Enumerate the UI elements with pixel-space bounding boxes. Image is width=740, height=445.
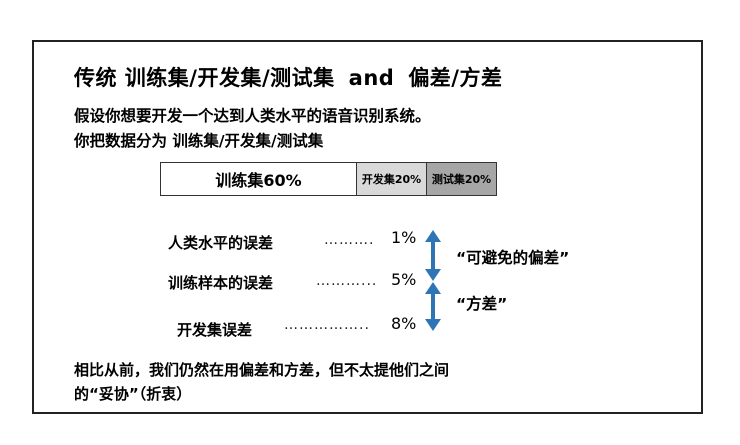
avoidable-bias-arrow-icon [425,230,441,281]
title-part-bias-variance: 偏差/方差 [408,66,503,90]
title-part-and: and [348,66,395,90]
train-set-segment: 训练集60% [161,163,357,195]
intro-text: 假设你想要开发一个达到人类水平的语音识别系统。 你把数据分为 训练集/开发集/测… [74,104,431,154]
error-row-dev: 开发集误差 [177,319,252,340]
leader-dots: ………... [316,273,378,289]
data-split-bar: 训练集60% 开发集20% 测试集20% [160,162,497,196]
error-row-train: 训练样本的误差 [168,272,273,293]
variance-label: “方差” [456,295,508,313]
error-row-human: 人类水平的误差 [168,232,273,253]
intro-line-2: 你把数据分为 训练集/开发集/测试集 [74,132,324,150]
leader-dots: …………….. [284,317,370,333]
error-value: 1% [391,228,417,247]
conclusion-text: 相比从前，我们仍然在用偏差和方差，但不太提他们之间 的“妥协”（折衷） [74,358,449,406]
conclusion-line-2: 的“妥协”（折衷） [74,385,192,403]
variance-arrow-icon [425,282,441,331]
error-label: 训练样本的误差 [168,274,274,292]
error-value: 8% [391,314,417,333]
test-set-segment: 测试集20% [427,163,496,195]
double-arrow-icons [425,230,441,331]
conclusion-line-1: 相比从前，我们仍然在用偏差和方差，但不太提他们之间 [74,361,450,379]
error-label: 人类水平的误差 [168,234,274,252]
slide-frame [32,40,703,414]
slide-title: 传统 训练集/开发集/测试集 and 偏差/方差 [74,62,502,92]
title-part-datasets: 传统 训练集/开发集/测试集 [74,66,335,90]
dev-set-segment: 开发集20% [357,163,427,195]
avoidable-bias-label: “可避免的偏差” [456,249,570,267]
intro-line-1: 假设你想要开发一个达到人类水平的语音识别系统。 [74,107,431,125]
leader-dots: ………. [324,232,375,248]
error-value: 5% [391,270,417,289]
error-label: 开发集误差 [177,321,253,339]
